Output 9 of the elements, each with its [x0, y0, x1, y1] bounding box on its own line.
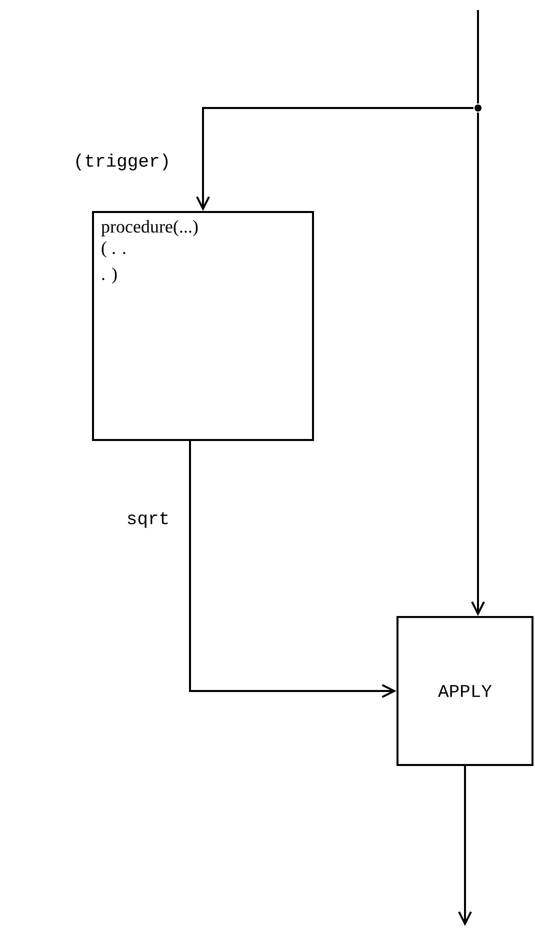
process-box: APPLY: [396, 616, 534, 766]
arrow: [196, 107, 474, 212]
junction-dot: [474, 104, 482, 112]
arrow: [458, 766, 472, 926]
edge-label: sqrt: [128, 512, 168, 528]
edge-label: (trigger): [76, 154, 168, 170]
arrow: [189, 441, 396, 698]
arrow: [471, 112, 485, 616]
process-box: procedure(...) ( . . . ): [92, 211, 314, 441]
